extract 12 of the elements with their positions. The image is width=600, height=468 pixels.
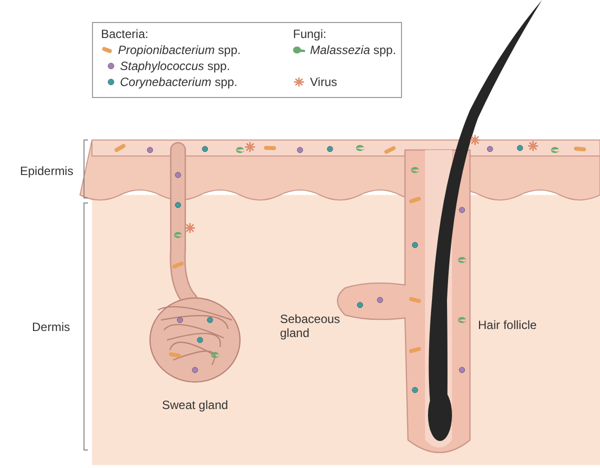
legend-text: Staphylococcus spp. <box>120 59 230 73</box>
layer-label: Dermis <box>32 320 70 334</box>
legend-text: Malassezia spp. <box>310 43 396 57</box>
layer-label: Epidermis <box>20 164 74 178</box>
legend-text: Virus <box>310 75 338 89</box>
legend-heading: Bacteria: <box>101 27 148 41</box>
part-label: Sweat gland <box>162 398 228 412</box>
legend-text: Propionibacterium spp. <box>118 43 241 57</box>
legend-text: Corynebacterium spp. <box>120 75 238 89</box>
part-label: Hair follicle <box>478 318 537 332</box>
legend-heading: Fungi: <box>293 27 326 41</box>
part-label: Sebaceous gland <box>280 312 340 340</box>
